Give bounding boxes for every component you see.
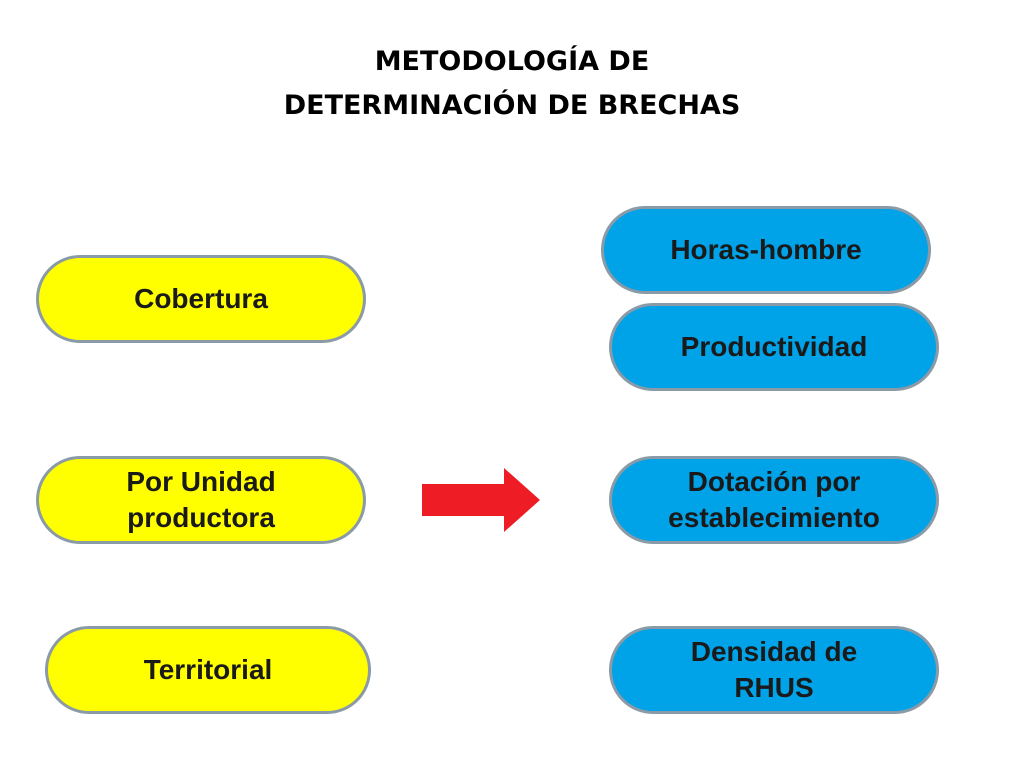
cobertura-node: Cobertura [36, 255, 366, 343]
cobertura-label: Cobertura [134, 283, 268, 314]
por-unidad-label-line-1: Por Unidad [126, 466, 276, 497]
productividad-node: Productividad [609, 303, 939, 391]
densidad-label-line-1: Densidad de [690, 636, 858, 667]
territorial-label: Territorial [143, 654, 273, 685]
horas-hombre-node: Horas-hombre [601, 206, 931, 294]
por-unidad-productora-node: Por Unidad productora [36, 456, 366, 544]
territorial-node: Territorial [45, 626, 371, 714]
productividad-label: Productividad [680, 331, 868, 362]
horas-hombre-label: Horas-hombre [670, 234, 862, 265]
densidad-label-line-2: RHUS [734, 672, 814, 703]
slide-title-line-2: DETERMINACIÓN DE BRECHAS [283, 90, 741, 121]
right-arrow-icon [422, 468, 540, 532]
dotacion-label-line-2: establecimiento [668, 502, 880, 533]
dotacion-por-establecimiento-node: Dotación por establecimiento [609, 456, 939, 544]
slide-title: METODOLOGÍA DE DETERMINACIÓN DE BRECHAS [0, 40, 1024, 128]
por-unidad-label-line-2: productora [127, 502, 275, 533]
dotacion-label-line-1: Dotación por [687, 466, 861, 497]
densidad-de-rhus-node: Densidad de RHUS [609, 626, 939, 714]
slide-title-line-1: METODOLOGÍA DE [374, 46, 650, 77]
